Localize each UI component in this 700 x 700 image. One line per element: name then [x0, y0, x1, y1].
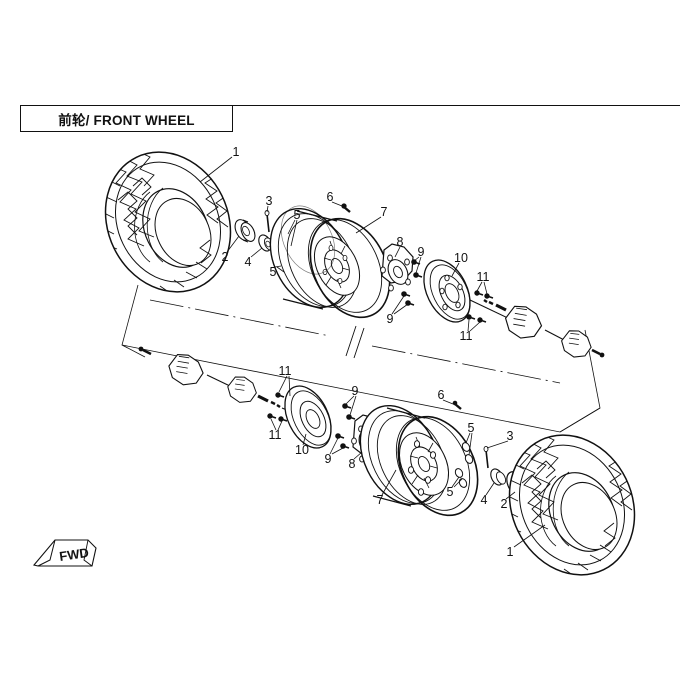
callout-number-lug-nut: 5	[467, 421, 475, 435]
break-symbol	[345, 325, 365, 359]
assembly-centerline-frame	[121, 284, 601, 433]
header-rule	[20, 105, 680, 107]
castle-nut-upper	[258, 234, 275, 252]
callout-number-hub-cap: 2	[221, 250, 229, 264]
wheel-rim-lower	[359, 404, 479, 517]
callout-number-tire: 1	[506, 545, 514, 559]
callout-number-disc-bolt: 11	[278, 364, 292, 378]
callout-number-hub-cap: 2	[500, 497, 508, 511]
callout-number-wheel-stud: 9	[351, 384, 359, 398]
tire-upper	[101, 142, 232, 296]
leader-lines	[199, 156, 546, 548]
callout-number-wheel-hub: 8	[396, 235, 404, 249]
tire-lower	[505, 425, 636, 579]
callout-number-disc-bolt: 11	[476, 270, 490, 284]
callout-number-castle-nut: 4	[244, 255, 252, 269]
cotter-pin-lower	[483, 445, 489, 469]
valve-stem-lower	[452, 400, 462, 410]
callout-number-wheel-stud: 9	[386, 312, 394, 326]
callout-number-lug-nut: 5	[293, 208, 301, 222]
callout-number-brake-disc: 10	[295, 443, 309, 457]
lug-nuts-lower	[454, 442, 474, 488]
callout-number-wheel-stud: 9	[417, 245, 425, 259]
disc-bolts-upper	[466, 290, 494, 323]
callout-number-wheel-hub: 8	[348, 457, 356, 471]
centerline-dashdot	[149, 299, 561, 384]
brake-disc-lower	[284, 385, 332, 449]
callout-number-castle-nut: 4	[480, 493, 488, 507]
cotter-pin-upper	[264, 209, 270, 233]
callout-number-wheel-stud: 9	[324, 452, 332, 466]
callout-number-tire: 1	[232, 145, 240, 159]
brake-disc-upper	[423, 259, 471, 323]
callout-number-lug-nut: 5	[269, 265, 277, 279]
callout-number-disc-bolt: 11	[268, 428, 282, 442]
castle-nut-lower	[490, 468, 507, 486]
cv-axle-shaft-lower	[138, 346, 311, 421]
fwd-label: FWD	[58, 545, 89, 564]
callout-number-brake-disc: 10	[454, 251, 468, 265]
wheel-hub-upper	[380, 243, 414, 292]
wheel-rim-upper	[269, 205, 391, 319]
callout-number-valve-stem: 6	[326, 190, 334, 204]
callout-number-disc-bolt: 11	[459, 329, 473, 343]
hub-cap-upper	[234, 219, 256, 243]
callout-number-wheel-rim: 7	[380, 205, 388, 219]
fwd-direction-badge: FWD	[33, 539, 97, 567]
callout-number-cotter-pin: 3	[506, 429, 514, 443]
page-title: 前轮/ FRONT WHEEL	[58, 112, 195, 128]
callout-number-wheel-rim: 7	[376, 493, 384, 507]
callout-number-valve-stem: 6	[437, 388, 445, 402]
wheel-studs-lower	[335, 403, 356, 449]
section-title-box: 前轮/ FRONT WHEEL	[20, 105, 233, 132]
callout-number-cotter-pin: 3	[265, 194, 273, 208]
callout-number-lug-nut: 5	[446, 485, 454, 499]
cv-axle-shaft-upper	[469, 299, 605, 358]
valve-stem-upper	[341, 203, 351, 213]
